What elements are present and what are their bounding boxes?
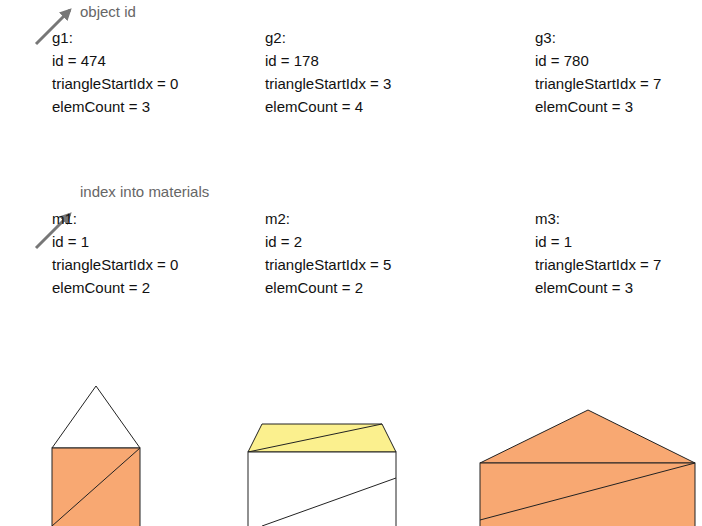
field-text: elemCount = 3 bbox=[535, 279, 633, 297]
roof-trapezoid bbox=[248, 424, 396, 452]
roof-triangle bbox=[480, 410, 695, 463]
field-text: id = 178 bbox=[265, 52, 319, 70]
field-text: id = 2 bbox=[265, 233, 302, 251]
triangle-split bbox=[248, 424, 382, 452]
field-text: id = 1 bbox=[535, 233, 572, 251]
wall-rect bbox=[248, 452, 396, 526]
field-text: elemCount = 3 bbox=[52, 98, 150, 116]
field-text: g1: bbox=[52, 29, 73, 47]
field-text: triangleStartIdx = 7 bbox=[535, 256, 661, 274]
field-text: id = 1 bbox=[52, 233, 89, 251]
field-text: id = 780 bbox=[535, 52, 589, 70]
triangle-split bbox=[52, 448, 140, 526]
field-text: triangleStartIdx = 0 bbox=[52, 256, 178, 274]
field-text: elemCount = 2 bbox=[52, 279, 150, 297]
triangle-split bbox=[480, 463, 695, 520]
field-text: m3: bbox=[535, 210, 560, 228]
annotation-text: index into materials bbox=[80, 183, 209, 201]
field-text: m2: bbox=[265, 210, 290, 228]
field-text: elemCount = 4 bbox=[265, 98, 363, 116]
field-text: triangleStartIdx = 0 bbox=[52, 75, 178, 93]
field-text: triangleStartIdx = 5 bbox=[265, 256, 391, 274]
field-text: g2: bbox=[265, 29, 286, 47]
wall-rect bbox=[480, 463, 695, 526]
annotation-text: object id bbox=[80, 3, 136, 21]
field-text: triangleStartIdx = 3 bbox=[265, 75, 391, 93]
field-text: m1: bbox=[52, 210, 77, 228]
roof-triangle bbox=[52, 386, 140, 448]
triangle-split bbox=[262, 478, 396, 526]
field-text: triangleStartIdx = 7 bbox=[535, 75, 661, 93]
field-text: elemCount = 2 bbox=[265, 279, 363, 297]
field-text: id = 474 bbox=[52, 52, 106, 70]
wall-square bbox=[52, 448, 140, 526]
field-text: elemCount = 3 bbox=[535, 98, 633, 116]
field-text: g3: bbox=[535, 29, 556, 47]
